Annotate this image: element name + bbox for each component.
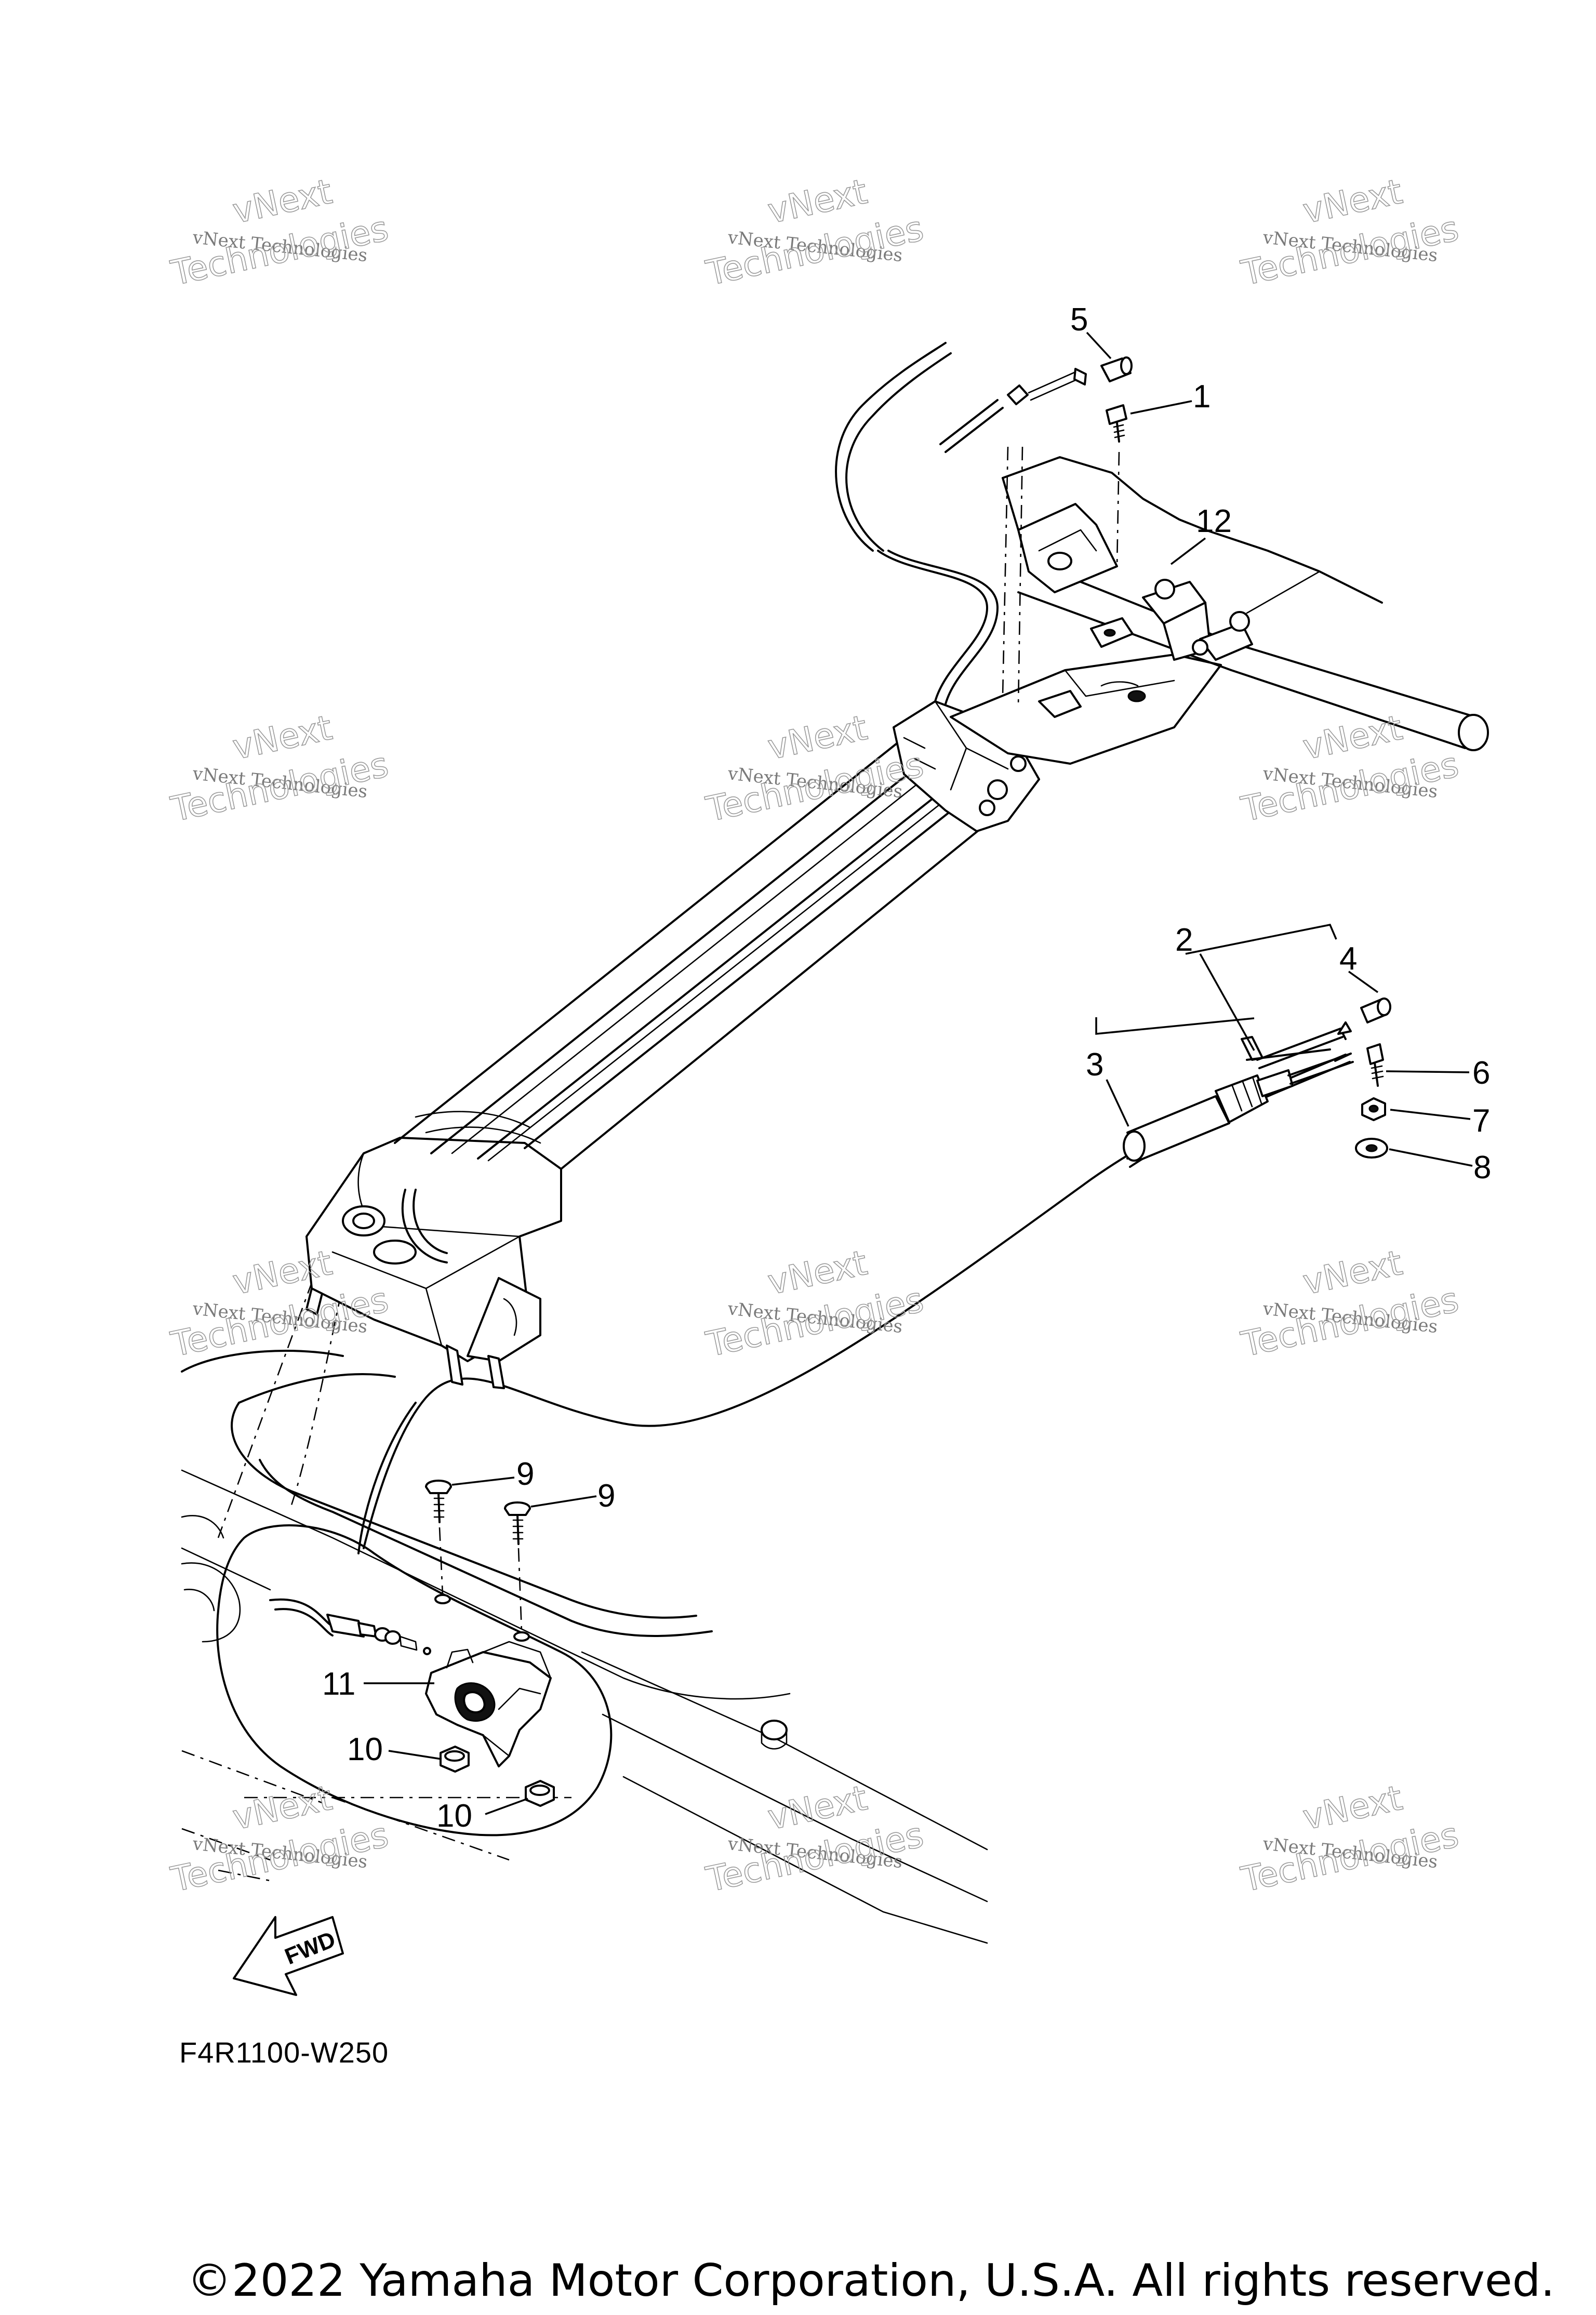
- throttle-area-outline: [216, 1524, 613, 1837]
- leader-lines: [364, 331, 1473, 1815]
- watermark: vNext vNext Technologies Technologies: [702, 707, 927, 830]
- watermark: vNext vNext Technologies Technologies: [702, 171, 927, 294]
- copyright-notice: ©2022 Yamaha Motor Corporation, U.S.A. A…: [187, 2255, 1555, 2307]
- watermark: vNext vNext Technologies Technologies: [167, 1777, 392, 1900]
- callout-labels: 1 2 3 4 5 6 7 8 9 9 10 10 11 12: [322, 302, 1491, 1834]
- watermark-grid: vNext vNext Technologies Technologies vN…: [167, 171, 1462, 1900]
- cable-assy-part-3: [1123, 997, 1391, 1168]
- watermark: vNext vNext Technologies Technologies: [702, 1242, 927, 1365]
- fastener-parts-6-7-8: [1355, 1043, 1388, 1159]
- drawing-code: F4R1100-W250: [179, 2036, 389, 2069]
- callout-11: 11: [322, 1666, 355, 1702]
- watermark: vNext vNext Technologies Technologies: [702, 1777, 927, 1900]
- cable-end-part-5: [939, 356, 1133, 453]
- watermark: vNext vNext Technologies Technologies: [1238, 1242, 1462, 1365]
- steering-column: [305, 700, 1040, 1389]
- callout-7: 7: [1472, 1103, 1490, 1139]
- bolts-part-9: [425, 1480, 531, 1642]
- callout-8: 8: [1473, 1150, 1491, 1186]
- callout-9b: 9: [597, 1478, 615, 1514]
- throttle-cable: [269, 342, 1238, 1637]
- watermark: vNext vNext Technologies Technologies: [1238, 171, 1462, 294]
- callout-6: 6: [1472, 1055, 1490, 1091]
- handlebar: [950, 456, 1489, 765]
- callout-1: 1: [1193, 379, 1211, 415]
- callout-3: 3: [1086, 1047, 1103, 1083]
- watermark: vNext vNext Technologies Technologies: [167, 707, 392, 830]
- callout-12: 12: [1196, 503, 1232, 539]
- throttle-lever-part-11: [326, 1614, 552, 1767]
- callout-9a: 9: [516, 1456, 534, 1492]
- callout-10b: 10: [436, 1798, 472, 1834]
- callout-5: 5: [1070, 302, 1088, 338]
- watermark: vNext vNext Technologies Technologies: [167, 171, 392, 294]
- bolt-part-1: [1106, 404, 1127, 443]
- fwd-direction-arrow: FWD: [233, 1916, 344, 1996]
- callout-2: 2: [1175, 922, 1193, 958]
- nuts-part-10: [440, 1746, 555, 1807]
- hull-outline: [181, 1226, 988, 1944]
- callout-10a: 10: [347, 1732, 383, 1767]
- watermark: vNext vNext Technologies Technologies: [1238, 707, 1462, 830]
- callout-4: 4: [1339, 941, 1357, 977]
- watermark: vNext vNext Technologies Technologies: [1238, 1777, 1462, 1900]
